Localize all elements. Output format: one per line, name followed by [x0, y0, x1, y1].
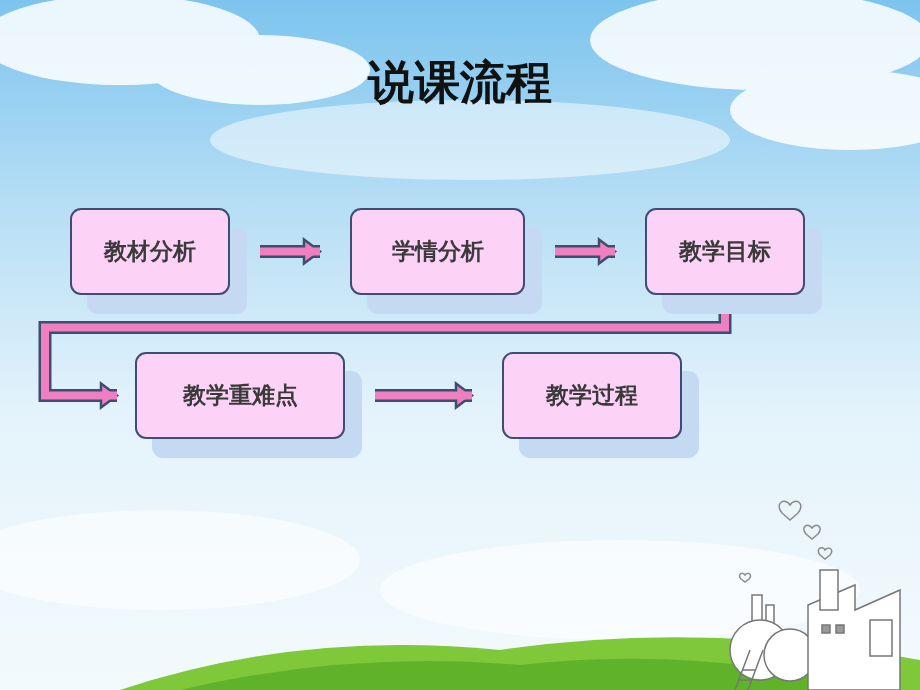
box-label: 学情分析 [392, 236, 484, 267]
process-box: 教学过程 [502, 352, 682, 439]
process-box: 教学目标 [645, 208, 805, 295]
flow-arrow [555, 240, 615, 264]
box-label: 教材分析 [104, 236, 196, 267]
process-box: 教学重难点 [135, 352, 345, 439]
box-label: 教学重难点 [183, 380, 298, 411]
process-box: 学情分析 [350, 208, 525, 295]
hearts [740, 501, 832, 582]
flow-arrow [375, 384, 472, 408]
box-label: 教学过程 [546, 380, 638, 411]
box-label: 教学目标 [679, 236, 771, 267]
process-box: 教材分析 [70, 208, 230, 295]
diagram-title: 说课流程 [0, 52, 920, 114]
clouds [0, 0, 920, 640]
flow-arrow [260, 240, 320, 264]
factory-illustration [730, 570, 900, 690]
